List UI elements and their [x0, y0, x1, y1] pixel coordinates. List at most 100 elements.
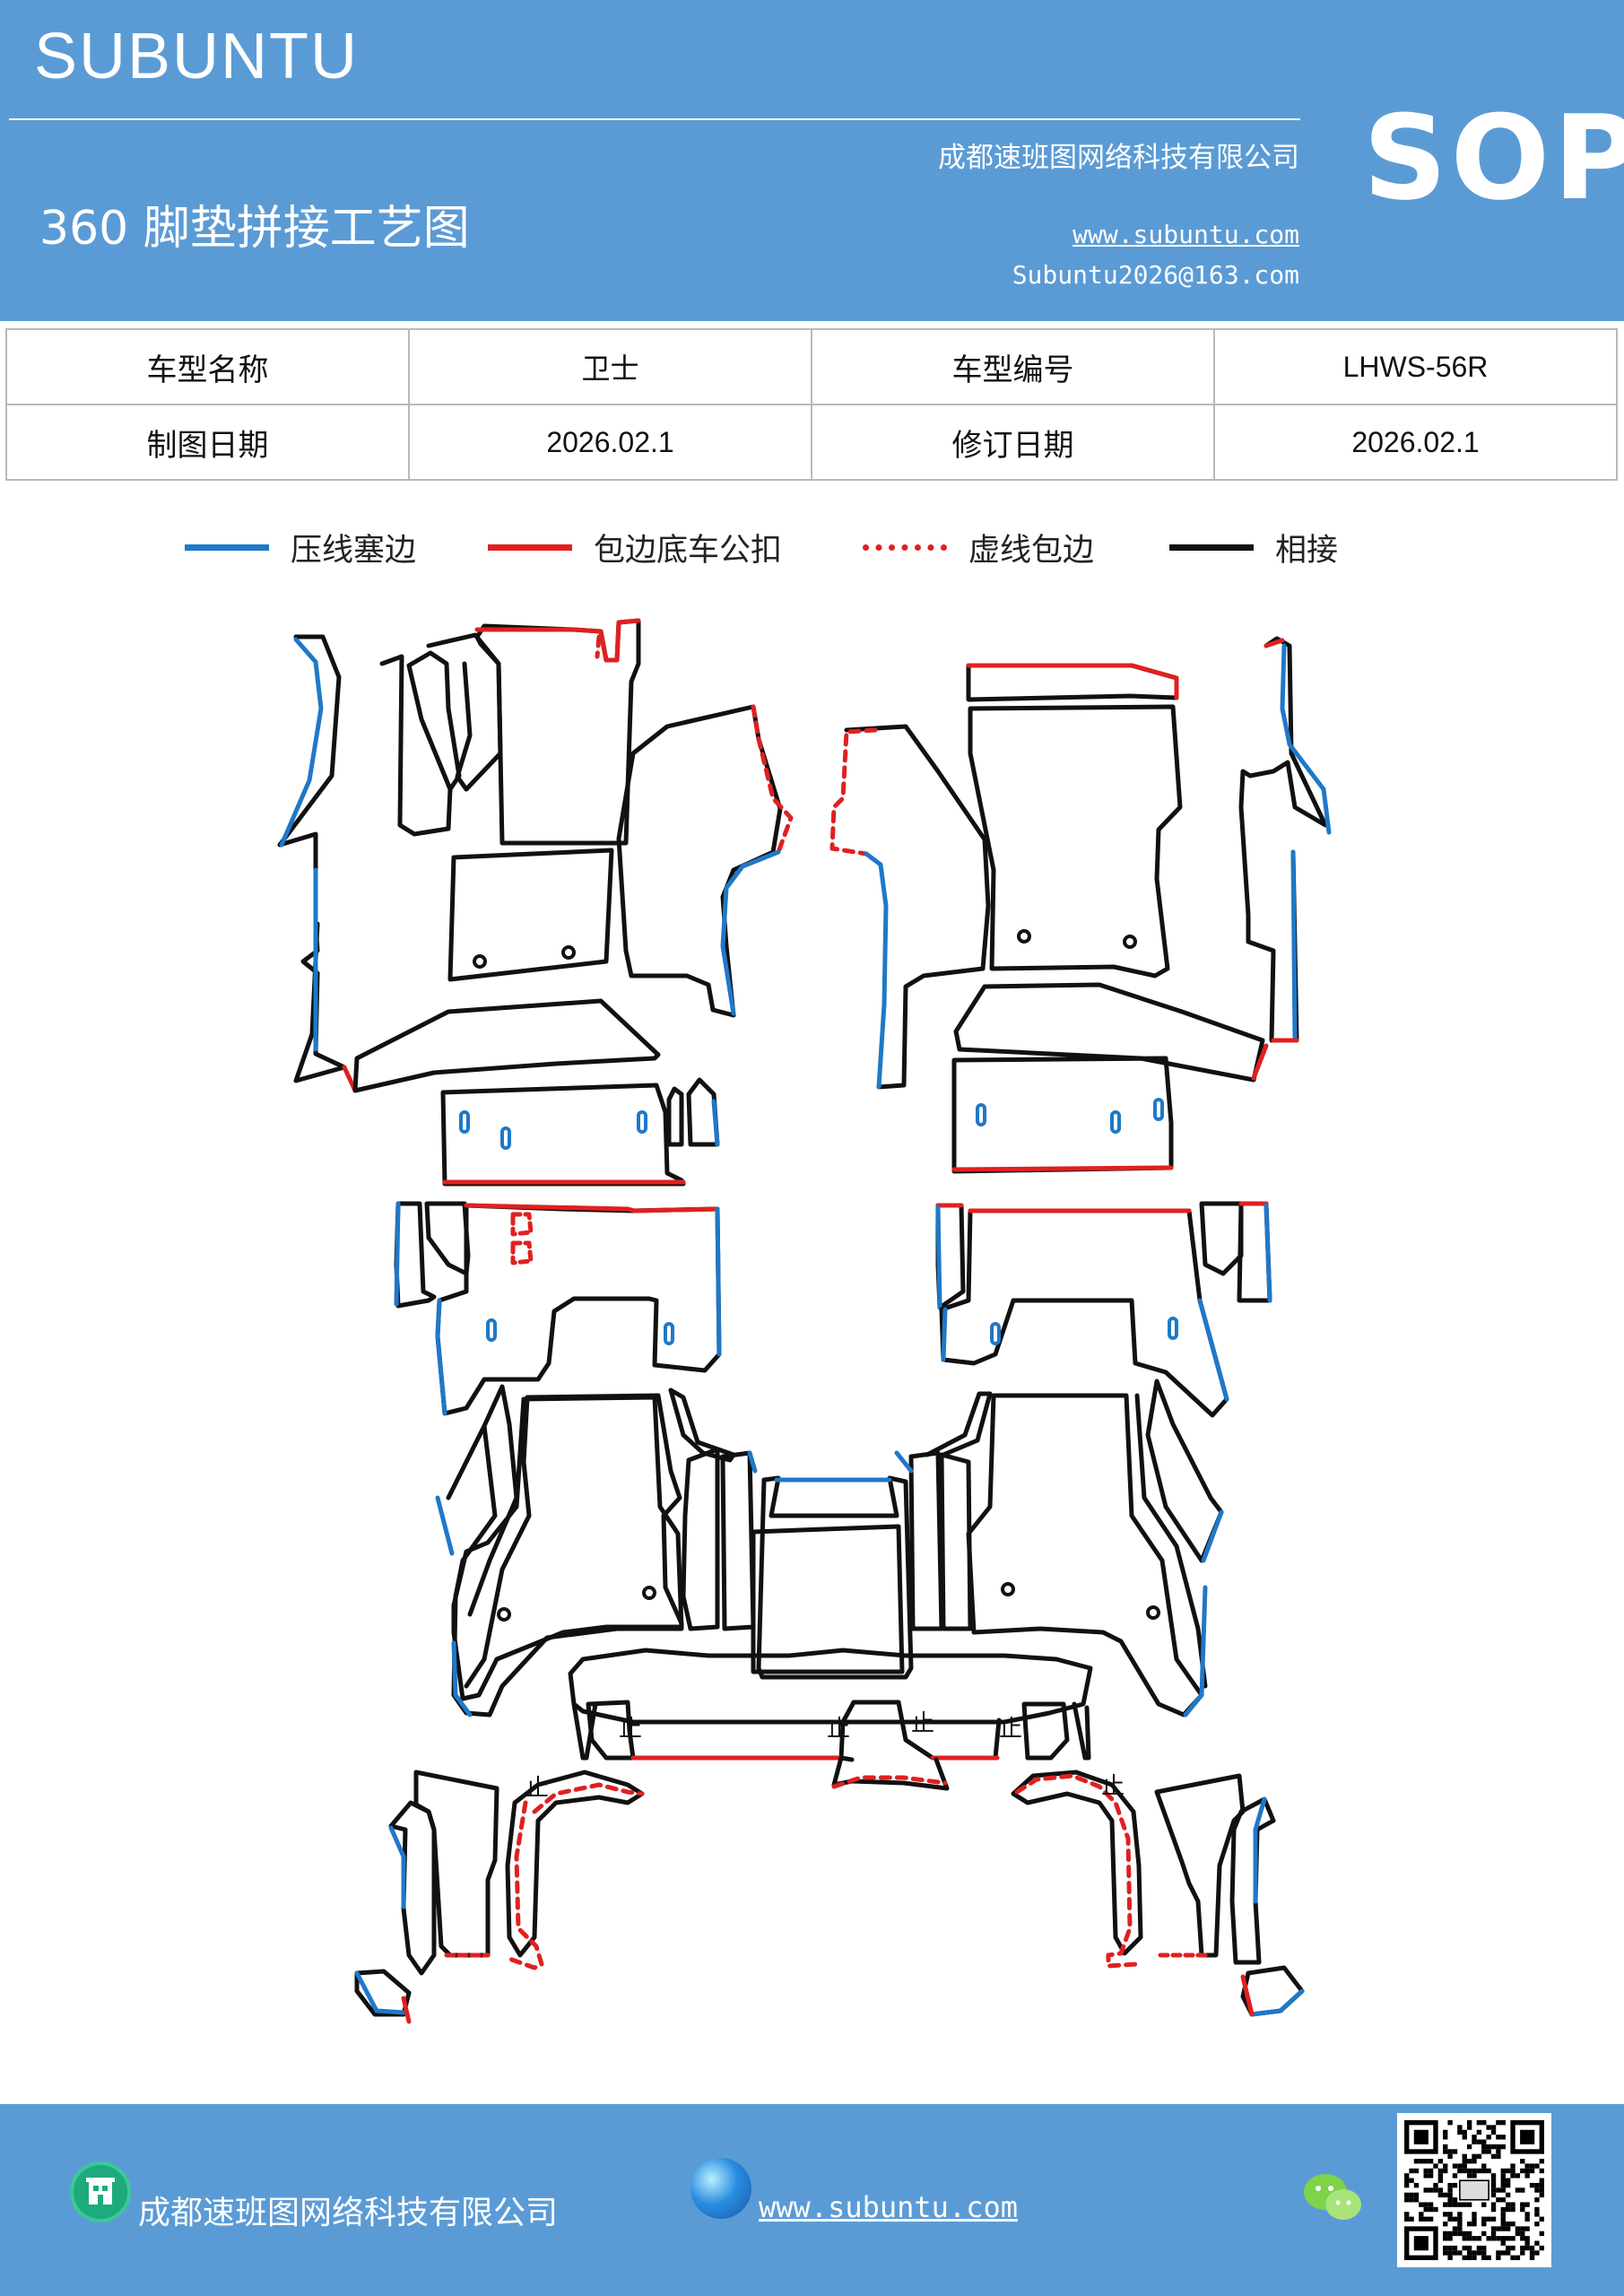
mat-piece-outline: [1199, 1201, 1244, 1276]
mat-piece-edge-red: [1251, 1043, 1269, 1081]
drain-slot: [459, 1110, 470, 1134]
legend-item-wrap-buckle: 包边底车公扣: [488, 525, 782, 570]
mat-piece-outline: [720, 1450, 756, 1631]
mat-piece-edge-blue: [747, 1450, 758, 1474]
drain-slot: [486, 1318, 497, 1342]
mounting-hole: [1017, 929, 1031, 944]
mat-piece-outline: [681, 1447, 720, 1631]
mat-piece-outline: [1072, 1701, 1091, 1761]
footer-company-name: 成都速班图网络科技有限公司: [138, 2195, 559, 2231]
qr-code-pattern: [1404, 2120, 1544, 2260]
mat-piece-edge-blue: [715, 1206, 722, 1357]
mat-piece-outline: [1145, 1378, 1224, 1563]
mat-piece-outline: [568, 1648, 1093, 1725]
mat-piece-outline: [474, 618, 641, 846]
mounting-hole: [473, 954, 487, 969]
mat-piece-outline: [668, 1387, 736, 1463]
mat-piece-edge-blue: [1197, 1298, 1229, 1402]
mounting-hole: [497, 1607, 511, 1622]
mat-piece-edge-blue: [435, 1298, 447, 1416]
legend-swatch: [1169, 544, 1254, 551]
drain-slot: [976, 1103, 986, 1126]
mat-piece-outline: [851, 1700, 1002, 1761]
mat-piece-outline: [925, 1391, 993, 1457]
legend-swatch: [488, 544, 572, 551]
mat-piece-edge-red-dashed: [829, 727, 878, 857]
wechat-icon[interactable]: [1300, 2169, 1365, 2226]
cargo-mat-group: 止 止 止 止 止 止: [354, 1710, 1305, 2024]
drain-slot: [1168, 1317, 1178, 1340]
model-code-label: 车型编号: [811, 328, 1215, 405]
mat-piece-edge-red: [966, 663, 1179, 700]
draw-date-value: 2026.02.1: [408, 404, 812, 481]
footer-website-link[interactable]: www.subuntu.com: [759, 2190, 1018, 2224]
email-address[interactable]: Subuntu2026@163.com: [1012, 260, 1299, 290]
drain-slot: [1153, 1098, 1164, 1121]
legend-label: 相接: [1275, 532, 1339, 569]
building-icon: [70, 2161, 131, 2222]
mat-piece-outline: [1229, 1796, 1276, 1965]
mat-piece-edge-blue: [1249, 1988, 1305, 2017]
mat-piece-edge-red-dashed: [595, 634, 602, 659]
mat-piece-edge-red: [1240, 1974, 1255, 2017]
brand-name: SUBUNTU: [34, 21, 360, 92]
mat-piece-outline: [1021, 1701, 1070, 1761]
mat-piece-outline: [968, 704, 1183, 978]
front-left-mat-group: [277, 618, 794, 1187]
legend-label: 包边底车公扣: [594, 532, 783, 569]
mat-piece-edge-red: [951, 1165, 1174, 1172]
website-link[interactable]: www.subuntu.com: [1073, 220, 1299, 249]
line-legend: 压线塞边 包边底车公扣 虚线包边 相接: [0, 525, 1624, 570]
mat-piece-outline: [277, 634, 347, 1083]
mat-piece-edge-blue: [935, 1205, 942, 1310]
mat-piece-outline: [838, 1700, 856, 1762]
mat-piece-outline: [951, 1056, 1174, 1174]
draw-date-label: 制图日期: [5, 404, 410, 481]
legend-item-dashed-wrap: 虚线包边: [863, 525, 1094, 570]
stop-mark: 止: [911, 1710, 934, 1737]
stop-mark: 止: [827, 1716, 850, 1743]
mat-piece-edge-red-dashed: [831, 1775, 948, 1789]
mat-piece-outline: [446, 1393, 684, 1718]
page-header: SUBUNTU 360 脚垫拼接工艺图 成都速班图网络科技有限公司 www.su…: [0, 0, 1624, 321]
legend-label: 虚线包边: [968, 532, 1095, 569]
mat-piece-outline: [379, 650, 462, 837]
mat-piece-outline: [953, 982, 1265, 1083]
header-divider: [9, 118, 1300, 120]
mat-piece-edge-blue: [711, 1099, 720, 1147]
mat-piece-outline: [939, 1452, 973, 1631]
stop-mark: 止: [999, 1716, 1022, 1743]
mounting-hole: [642, 1586, 656, 1600]
legend-label: 压线塞边: [291, 532, 417, 569]
mat-piece-edge-blue: [941, 1307, 948, 1362]
revise-date-value: 2026.02.1: [1213, 404, 1618, 481]
mat-piece-outline: [1154, 1773, 1246, 1958]
drain-slot: [637, 1110, 647, 1134]
model-name-label: 车型名称: [5, 328, 410, 405]
mat-piece-outline: [844, 724, 991, 1090]
model-name-value: 卫士: [408, 328, 812, 405]
mat-piece-outline: [616, 704, 783, 1018]
drain-slot: [664, 1322, 674, 1345]
drain-slot: [990, 1322, 1001, 1345]
legend-item-joint: 相接: [1169, 525, 1338, 570]
revise-date-label: 修订日期: [811, 404, 1215, 481]
mat-piece-edge-blue: [864, 851, 889, 1090]
document-title: 360 脚垫拼接工艺图: [39, 202, 470, 256]
mat-piece-edge-blue: [394, 1201, 401, 1307]
mat-piece-edge-blue: [1201, 1509, 1224, 1563]
mat-piece-edge-red: [1264, 638, 1285, 648]
drain-slot: [1110, 1110, 1121, 1134]
mat-piece-edge-blue: [1183, 1585, 1208, 1718]
mat-piece-outline: [831, 1755, 950, 1791]
vehicle-info-table: 车型名称 卫士 车型编号 LHWS-56R 制图日期 2026.02.1 修订日…: [5, 328, 1618, 481]
qr-code[interactable]: [1397, 2113, 1551, 2267]
mat-piece-edge-red-dashed: [507, 1782, 645, 1970]
mat-piece-edge-blue: [435, 1495, 455, 1556]
mat-piece-outline: [966, 1393, 1204, 1718]
mat-piece-edge-red: [474, 618, 641, 663]
rear-floor-mat-group: [435, 1378, 1224, 1762]
mounting-hole: [1146, 1605, 1160, 1620]
mat-piece-edge-red-dashed: [751, 704, 794, 855]
legend-item-pressed-edge: 压线塞边: [185, 525, 416, 570]
